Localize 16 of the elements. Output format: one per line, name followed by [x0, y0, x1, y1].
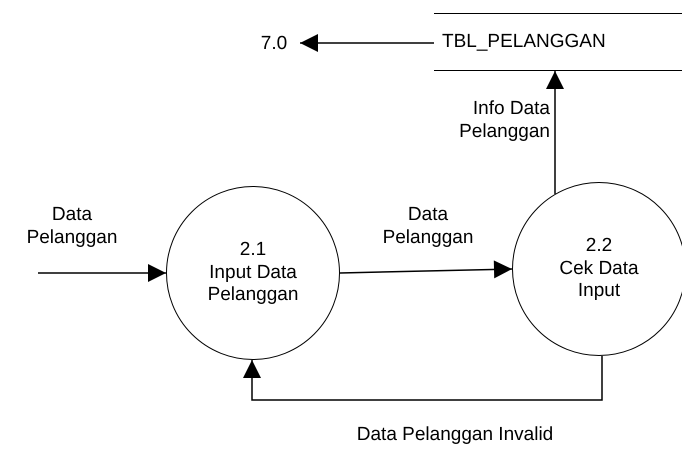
data-flow-arrow — [546, 71, 564, 194]
data-flow-arrow — [300, 34, 434, 52]
edge-label: Data Pelanggan — [26, 204, 118, 250]
node-label: Input Data Pelanggan — [206, 262, 300, 308]
process-number: 2.1 — [240, 238, 266, 262]
node-label: TBL_PELANGGAN — [442, 30, 606, 54]
data-store — [434, 13, 682, 71]
edge-label: Data Pelanggan — [382, 204, 474, 250]
data-flow-arrow — [243, 356, 603, 401]
data-flow-arrow — [340, 260, 512, 278]
node-label: 7.0 — [260, 32, 288, 56]
edge-label: Data Pelanggan Invalid — [356, 424, 554, 447]
data-flow-arrow — [38, 264, 166, 282]
process-number: 2.2 — [586, 234, 612, 258]
edge-label: Info Data Pelanggan — [458, 98, 550, 144]
node-label: Cek Data Input — [558, 258, 640, 304]
